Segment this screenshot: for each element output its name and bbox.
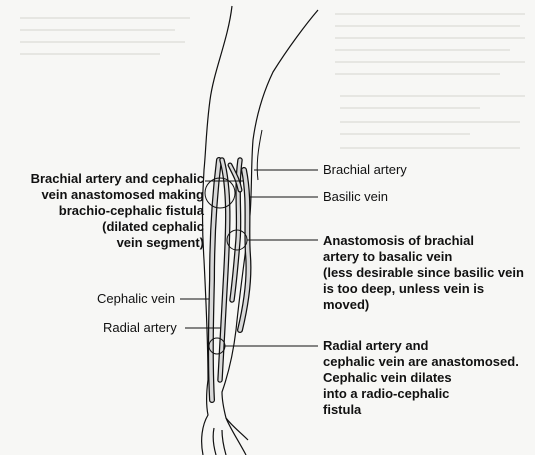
- bleed-through-texture: [20, 14, 525, 148]
- brachio-cephalic-circle: [205, 178, 235, 208]
- brachio-cephalic-fistula-label: Brachial artery and cephalic vein anasto…: [4, 171, 204, 251]
- cephalic-vein-label: Cephalic vein: [97, 291, 175, 307]
- radial-artery-label: Radial artery: [103, 320, 177, 336]
- arm-outline: [202, 6, 318, 455]
- brachial-artery-label: Brachial artery: [323, 162, 407, 178]
- elbow-crease: [257, 130, 262, 180]
- basilic-vein-label: Basilic vein: [323, 189, 388, 205]
- radio-cephalic-label: Radial artery and cephalic vein are anas…: [323, 338, 533, 418]
- anastomosis-basilic-label: Anastomosis of brachial artery to basali…: [323, 233, 533, 313]
